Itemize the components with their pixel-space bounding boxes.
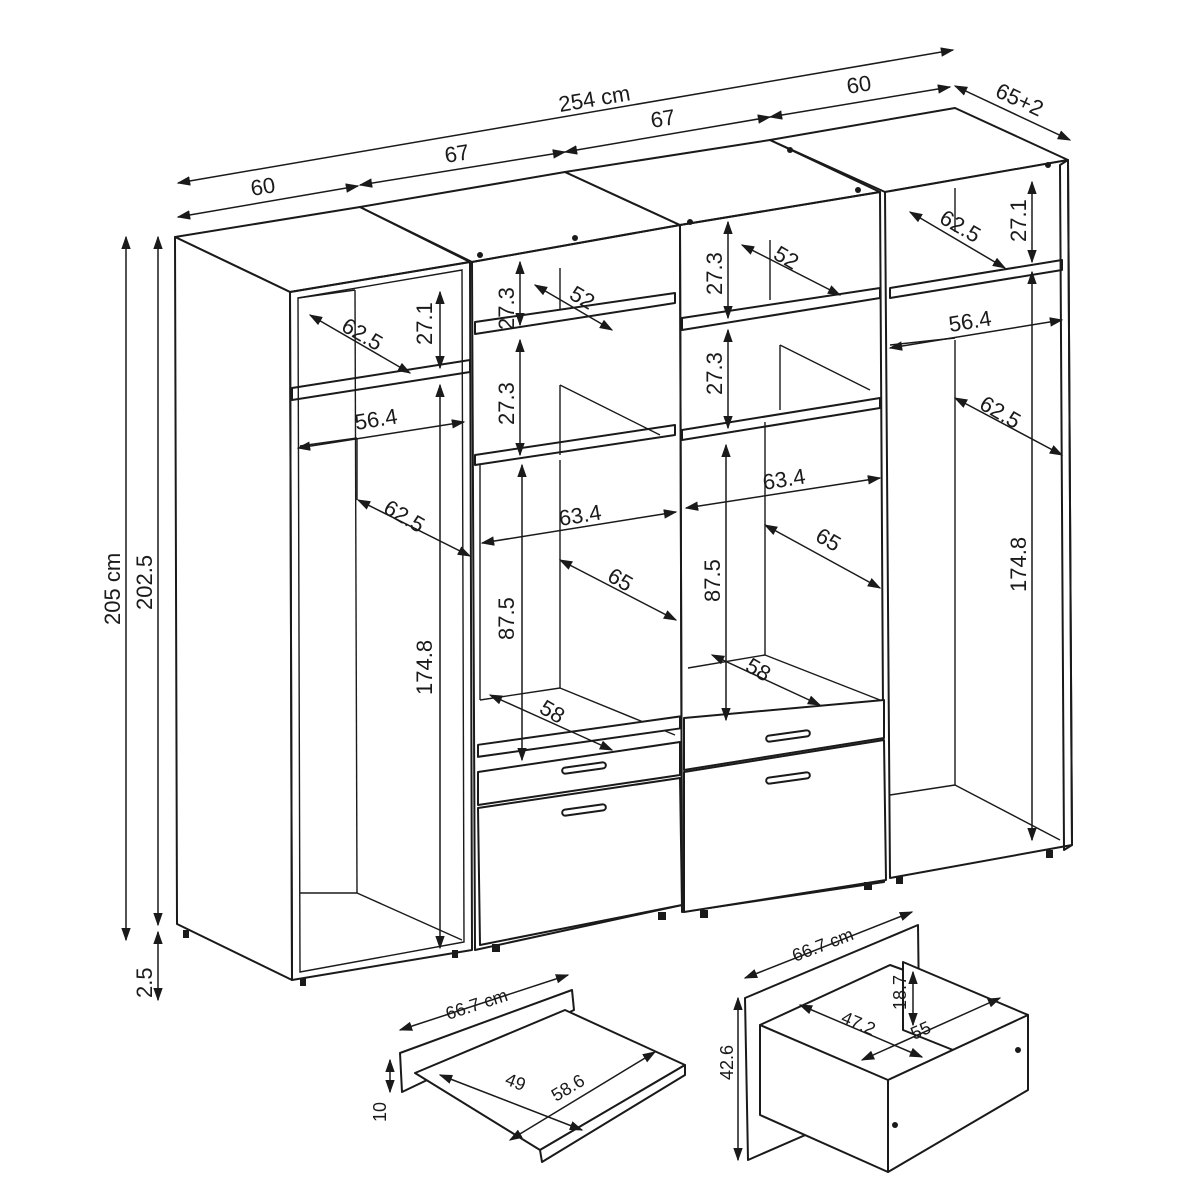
mr-compartment-depth-label: 52 xyxy=(770,241,804,275)
ml-inner-depth-label: 65 xyxy=(604,563,638,597)
mr-mid-height-label: 27.3 xyxy=(702,352,727,395)
ml-inner-width-label: 63.4 xyxy=(557,500,603,531)
left-shelf-depth-label: 62.5 xyxy=(338,313,388,356)
depth-label: 65+2 xyxy=(992,78,1047,122)
left-inner-width-label: 56.4 xyxy=(353,404,399,435)
total-height-label: 205 cm xyxy=(100,553,125,625)
width-60-left-label: 60 xyxy=(249,172,277,201)
ml-bottom-depth-label: 58 xyxy=(536,695,570,729)
ml-inner-height-label: 87.5 xyxy=(494,597,519,640)
right-inner-height-label: 174.8 xyxy=(1006,537,1031,592)
middle-left-cabinet xyxy=(359,171,683,952)
ml-mid-height-label: 27.3 xyxy=(494,382,519,425)
left-shelf-height-label: 27.1 xyxy=(412,302,437,345)
width-60-right-label: 60 xyxy=(845,70,873,99)
width-67-b-label: 67 xyxy=(649,104,677,133)
mr-inner-depth-label: 65 xyxy=(812,523,846,557)
drawer-inner-height-label: 18.7 xyxy=(890,975,910,1010)
ml-compartment-depth-label: 52 xyxy=(566,281,600,315)
ml-top-height-label: 27.3 xyxy=(494,287,519,330)
drawer-detail: 66.7 cm 42.6 18.7 47.2 55 xyxy=(717,911,1029,1173)
tray-height-label: 10 xyxy=(370,1102,390,1122)
left-inner-height-label: 174.8 xyxy=(412,640,437,695)
dimension-lines xyxy=(121,47,1072,1002)
pullout-tray-detail: 66.7 cm 49 58.6 10 xyxy=(370,974,686,1163)
width-67-a-label: 67 xyxy=(443,139,471,168)
body-height-label: 202.5 xyxy=(132,555,157,610)
mr-inner-height-label: 87.5 xyxy=(700,559,725,602)
wardrobe-body xyxy=(174,107,1073,986)
drawer-front-height-label: 42.6 xyxy=(717,1045,737,1080)
right-shelf-height-label: 27.1 xyxy=(1006,199,1031,242)
mr-top-height-label: 27.3 xyxy=(702,252,727,295)
foot-height-label: 2.5 xyxy=(132,967,157,998)
